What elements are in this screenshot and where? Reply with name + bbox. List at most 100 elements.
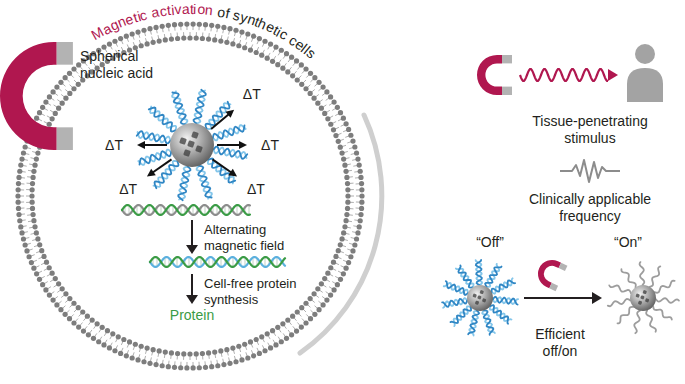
dna-strand: [634, 311, 640, 334]
lipid-head: [331, 127, 336, 132]
process-arrow: [186, 220, 198, 254]
dna-strand: [208, 159, 235, 183]
lipid-head: [30, 212, 35, 217]
lipid-head: [172, 365, 177, 370]
arrow-head: [137, 141, 145, 149]
lipid-head: [354, 236, 359, 241]
lipid-head: [184, 21, 189, 26]
dna-strand: [150, 257, 285, 267]
lipid-head: [268, 345, 273, 350]
lipid-head: [133, 342, 138, 347]
dna-strand: [214, 148, 247, 158]
lipid-head: [331, 99, 336, 104]
lipid-head: [187, 35, 192, 40]
base-pair: [264, 258, 265, 266]
lipid-head: [67, 296, 72, 301]
lipid-head: [26, 254, 31, 259]
lipid-head: [43, 287, 48, 292]
lipid-head: [350, 248, 355, 253]
arrow-head: [608, 69, 618, 81]
dna-strand: [446, 281, 468, 295]
lipid-head: [341, 230, 346, 235]
lipid-head: [352, 144, 357, 149]
lipid-head: [76, 305, 81, 310]
lipid-head: [160, 363, 165, 368]
lipid-head: [290, 314, 295, 319]
lipid-head: [284, 336, 289, 341]
state-label: “On”: [598, 234, 658, 251]
base-pair: [156, 258, 157, 265]
dna-duplex: [150, 257, 285, 267]
lipid-head: [30, 206, 35, 211]
lipid-head: [194, 36, 199, 41]
lipid-head: [308, 71, 313, 76]
lipid-head: [50, 89, 55, 94]
dna-strand: [490, 305, 508, 324]
temperature-rise: ΔT: [257, 137, 283, 154]
dna-strand: [618, 307, 634, 324]
lipid-head: [275, 325, 280, 330]
lipid-head: [316, 307, 321, 312]
lipid-head: [153, 25, 158, 30]
lipid-head: [265, 331, 270, 336]
lipid-head: [289, 55, 294, 60]
lipid-head: [275, 62, 280, 67]
lipid-head: [118, 351, 123, 356]
arrow-head: [186, 295, 198, 304]
heat-arrow: [211, 114, 229, 129]
lipid-head: [308, 316, 313, 321]
lipid-head: [15, 193, 20, 198]
lipid-head: [200, 36, 205, 41]
lipid-head: [35, 236, 40, 241]
base-pair: [128, 206, 129, 213]
lipid-head: [105, 328, 110, 333]
switch-arrow: [524, 292, 602, 304]
lipid-head: [50, 271, 55, 276]
lipid-head: [23, 144, 28, 149]
lipid-head: [121, 337, 126, 342]
lipid-head: [259, 53, 264, 58]
lipid-head: [127, 339, 132, 344]
lipid-head: [344, 212, 349, 217]
lipid-head: [60, 286, 65, 291]
dna-strand: [492, 280, 516, 292]
lipid-head: [31, 266, 36, 271]
lipid-head: [172, 22, 177, 27]
lipid-head: [95, 321, 100, 326]
lipid-head: [50, 116, 55, 121]
base-pair: [216, 206, 217, 213]
lipid-head: [322, 111, 327, 116]
lipid-head: [328, 94, 333, 99]
lipid-head: [116, 334, 121, 339]
arrow-head: [147, 169, 156, 177]
dna-strands: [137, 90, 248, 201]
lipid-head: [71, 66, 76, 71]
product-label: Protein: [152, 307, 232, 324]
lipid-head: [315, 101, 320, 106]
lipid-head: [112, 39, 117, 44]
lipid-head: [338, 145, 343, 150]
lipid-head: [284, 51, 289, 56]
lipid-head: [197, 365, 202, 370]
lipid-head: [257, 36, 262, 41]
temperature-rise: ΔT: [101, 137, 127, 154]
lipid-head: [60, 101, 65, 106]
lipid-head: [139, 43, 144, 48]
lipid-head: [54, 84, 59, 89]
dna-strand: [646, 310, 656, 331]
lipid-head: [37, 110, 42, 115]
lipid-head: [358, 169, 363, 174]
lipid-head: [145, 345, 150, 350]
lipid-head: [348, 254, 353, 259]
lipid-head: [221, 25, 226, 30]
lipid-head: [324, 89, 329, 94]
magnet-body: [533, 255, 561, 288]
dna-strand: [150, 257, 285, 267]
lipid-head: [359, 193, 364, 198]
lipid-head: [39, 248, 44, 253]
dna-strand: [653, 306, 672, 320]
process-arrow: [191, 274, 193, 296]
dna-strand: [621, 269, 635, 287]
lipid-head: [17, 218, 22, 223]
